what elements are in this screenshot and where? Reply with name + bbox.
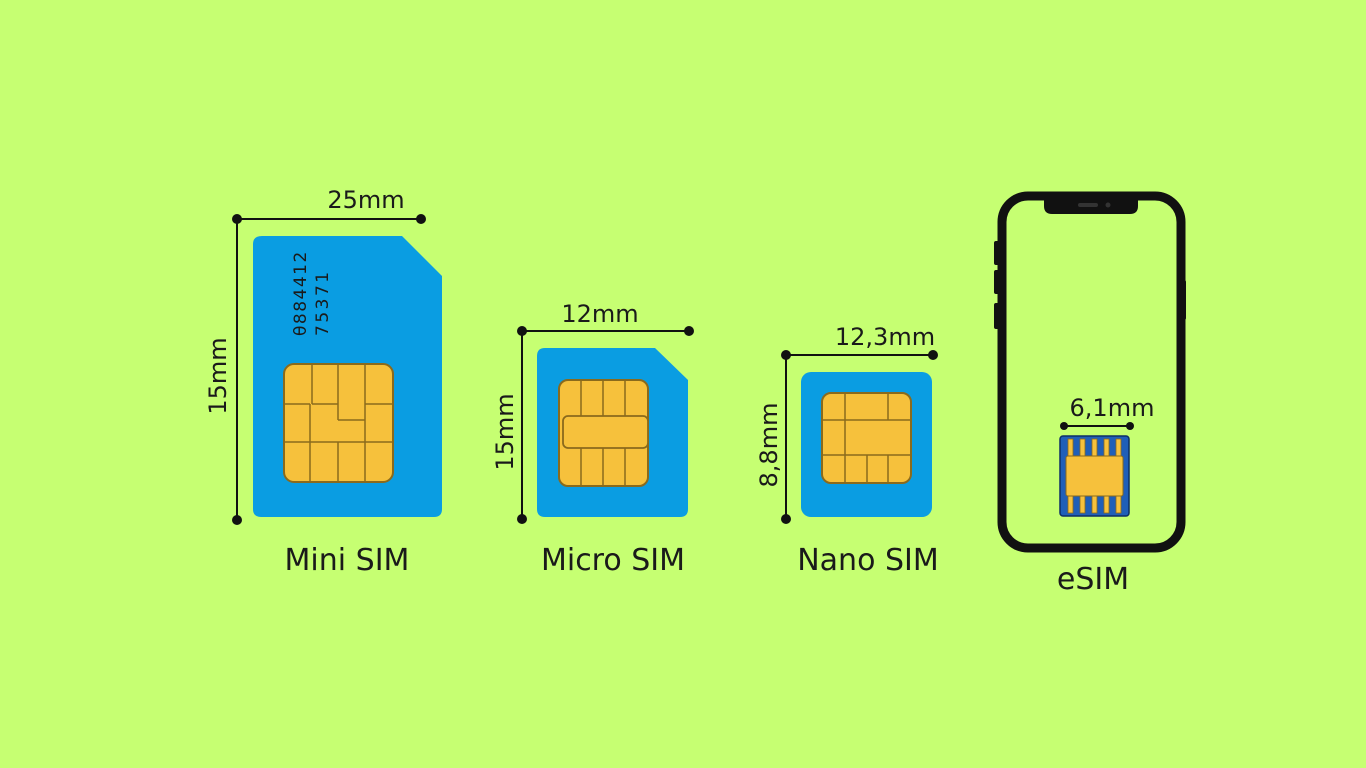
micro-sim-height-dimension: 15mm xyxy=(491,331,527,524)
esim-width-label: 6,1mm xyxy=(1070,394,1155,422)
nano-sim-height-label: 8,8mm xyxy=(755,403,783,488)
sim-chip-icon xyxy=(558,379,649,487)
esim-label: eSIM xyxy=(1057,562,1129,597)
sim-chip-icon xyxy=(821,392,912,484)
sim-chip-icon xyxy=(283,363,394,483)
mini-sim-serial-line-2: 75371 xyxy=(313,269,333,336)
esim-group: 6,1mm eSIM xyxy=(994,191,1186,597)
nano-sim-label: Nano SIM xyxy=(797,543,939,578)
micro-sim-label: Micro SIM xyxy=(541,543,685,578)
mini-sim-width-dimension: 25mm xyxy=(232,186,426,224)
micro-sim-group: 12mm 15mm Micro SIM xyxy=(491,300,694,578)
dimension-dot-icon xyxy=(684,326,694,336)
mini-sim-height-dimension: 15mm xyxy=(204,219,242,525)
mini-sim-width-label: 25mm xyxy=(327,186,404,214)
nano-sim-group: 12,3mm 8,8mm Nano SIM xyxy=(755,323,939,578)
mini-sim-label: Mini SIM xyxy=(285,543,410,578)
esim-width-dimension: 6,1mm xyxy=(1060,394,1154,430)
micro-sim-width-dimension: 12mm xyxy=(517,300,694,336)
dimension-dot-icon xyxy=(1060,422,1068,430)
nano-sim-width-label: 12,3mm xyxy=(835,323,935,351)
dimension-dot-icon xyxy=(1126,422,1134,430)
esim-chip-icon xyxy=(1059,435,1130,517)
micro-sim-width-label: 12mm xyxy=(561,300,638,328)
dimension-dot-icon xyxy=(781,514,791,524)
dimension-dot-icon xyxy=(416,214,426,224)
phone-icon xyxy=(994,191,1186,553)
micro-sim-height-label: 15mm xyxy=(491,393,519,470)
nano-sim-width-dimension: 12,3mm xyxy=(781,323,938,360)
dimension-dot-icon xyxy=(928,350,938,360)
mini-sim-serial: θ884412 75371 xyxy=(291,250,333,336)
dimension-dot-icon xyxy=(517,514,527,524)
mini-sim-serial-line-1: θ884412 xyxy=(291,250,311,336)
mini-sim-group: 25mm 15mm θ884412 75371 xyxy=(204,186,442,578)
dimension-dot-icon xyxy=(232,515,242,525)
mini-sim-height-label: 15mm xyxy=(204,337,232,414)
nano-sim-height-dimension: 8,8mm xyxy=(755,355,791,524)
